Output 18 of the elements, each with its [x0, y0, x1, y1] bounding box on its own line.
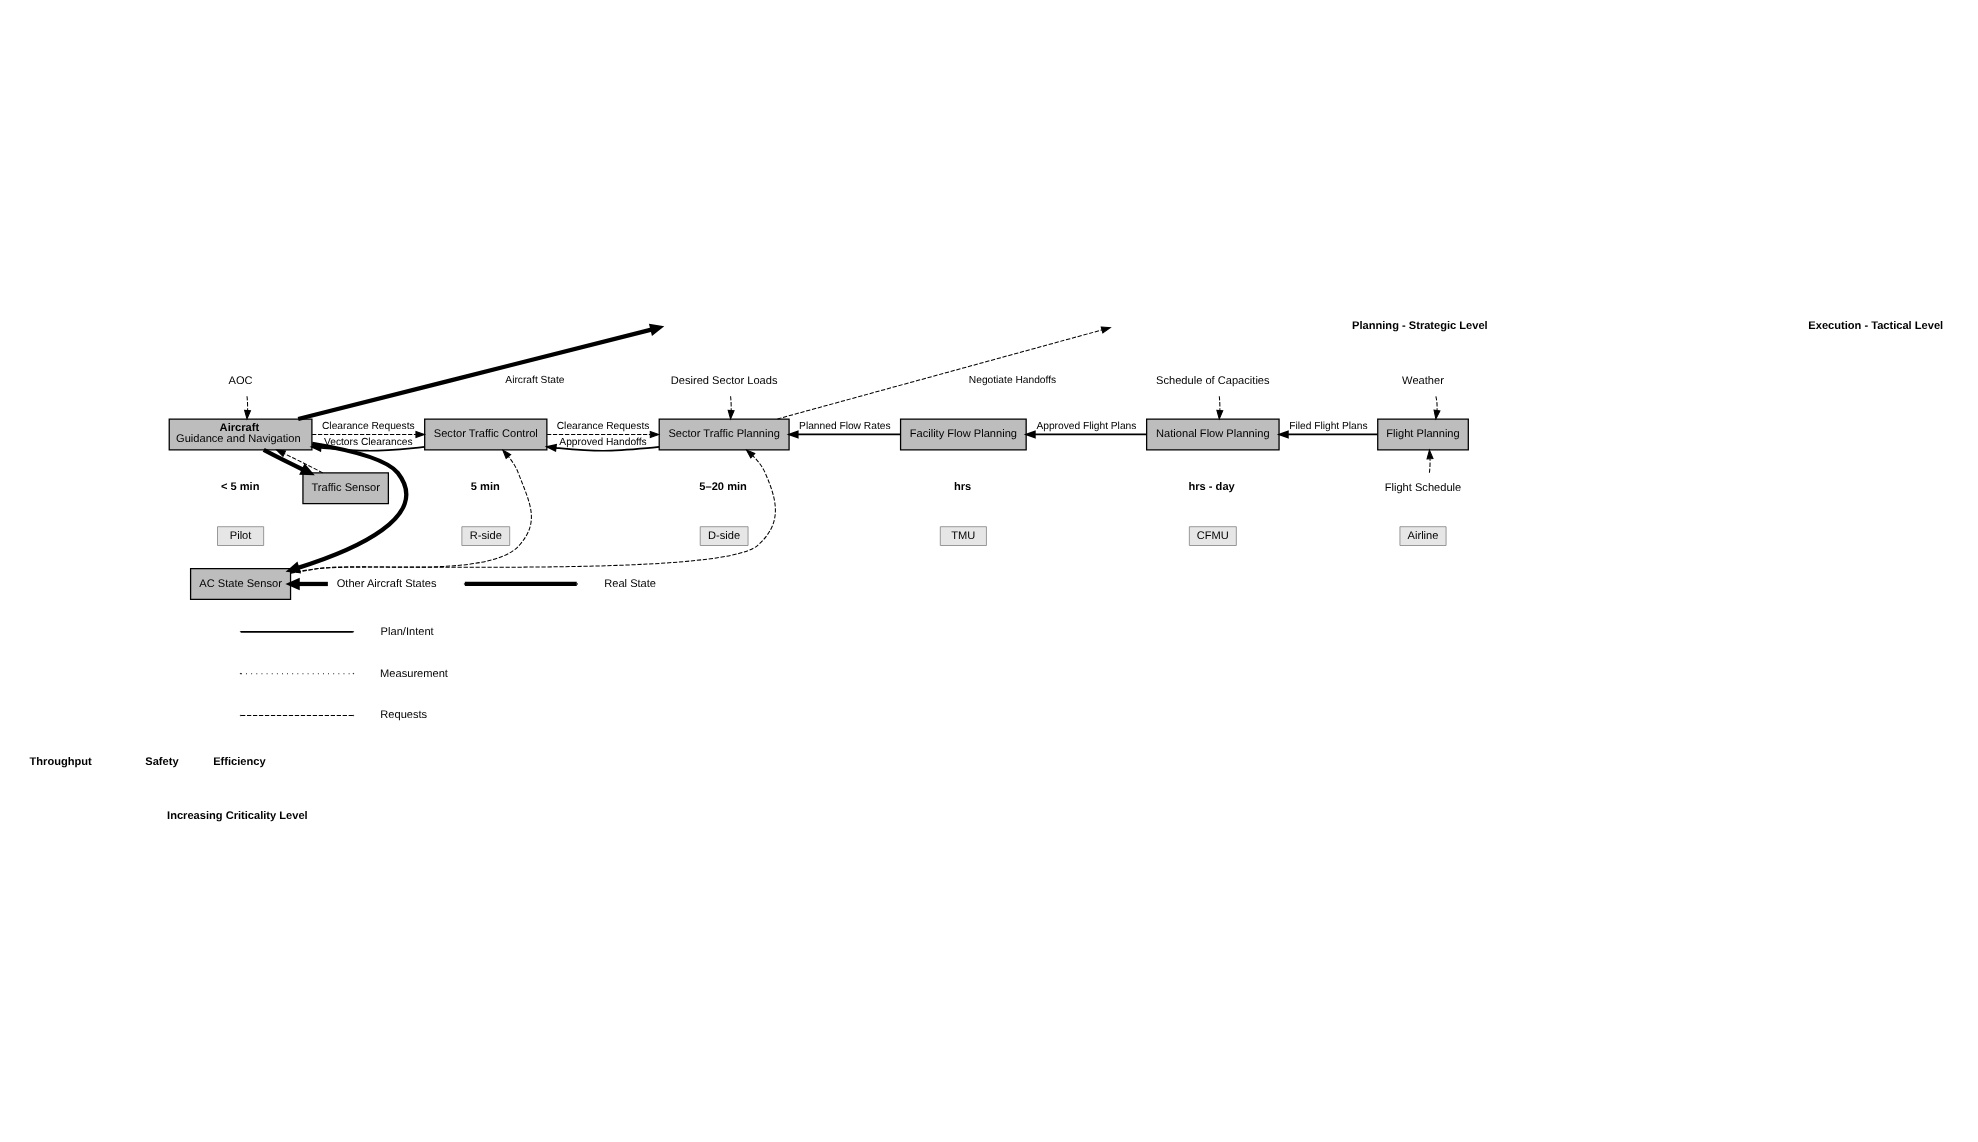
arrow [1023, 429, 1148, 438]
arrow [290, 447, 532, 573]
arrow [544, 442, 660, 452]
arrow [275, 448, 324, 473]
arrow [546, 429, 661, 438]
arrow [297, 322, 665, 421]
arrow [262, 447, 315, 475]
arrow [776, 325, 1112, 419]
arrow [1216, 394, 1224, 420]
arrow [290, 447, 776, 573]
arrow [243, 394, 252, 420]
arrow [1433, 394, 1441, 420]
arrow [1426, 447, 1434, 473]
arrow [285, 576, 328, 590]
arrow [311, 429, 427, 438]
arrow [1276, 429, 1379, 438]
arrow [786, 429, 902, 438]
arrow [727, 394, 735, 420]
